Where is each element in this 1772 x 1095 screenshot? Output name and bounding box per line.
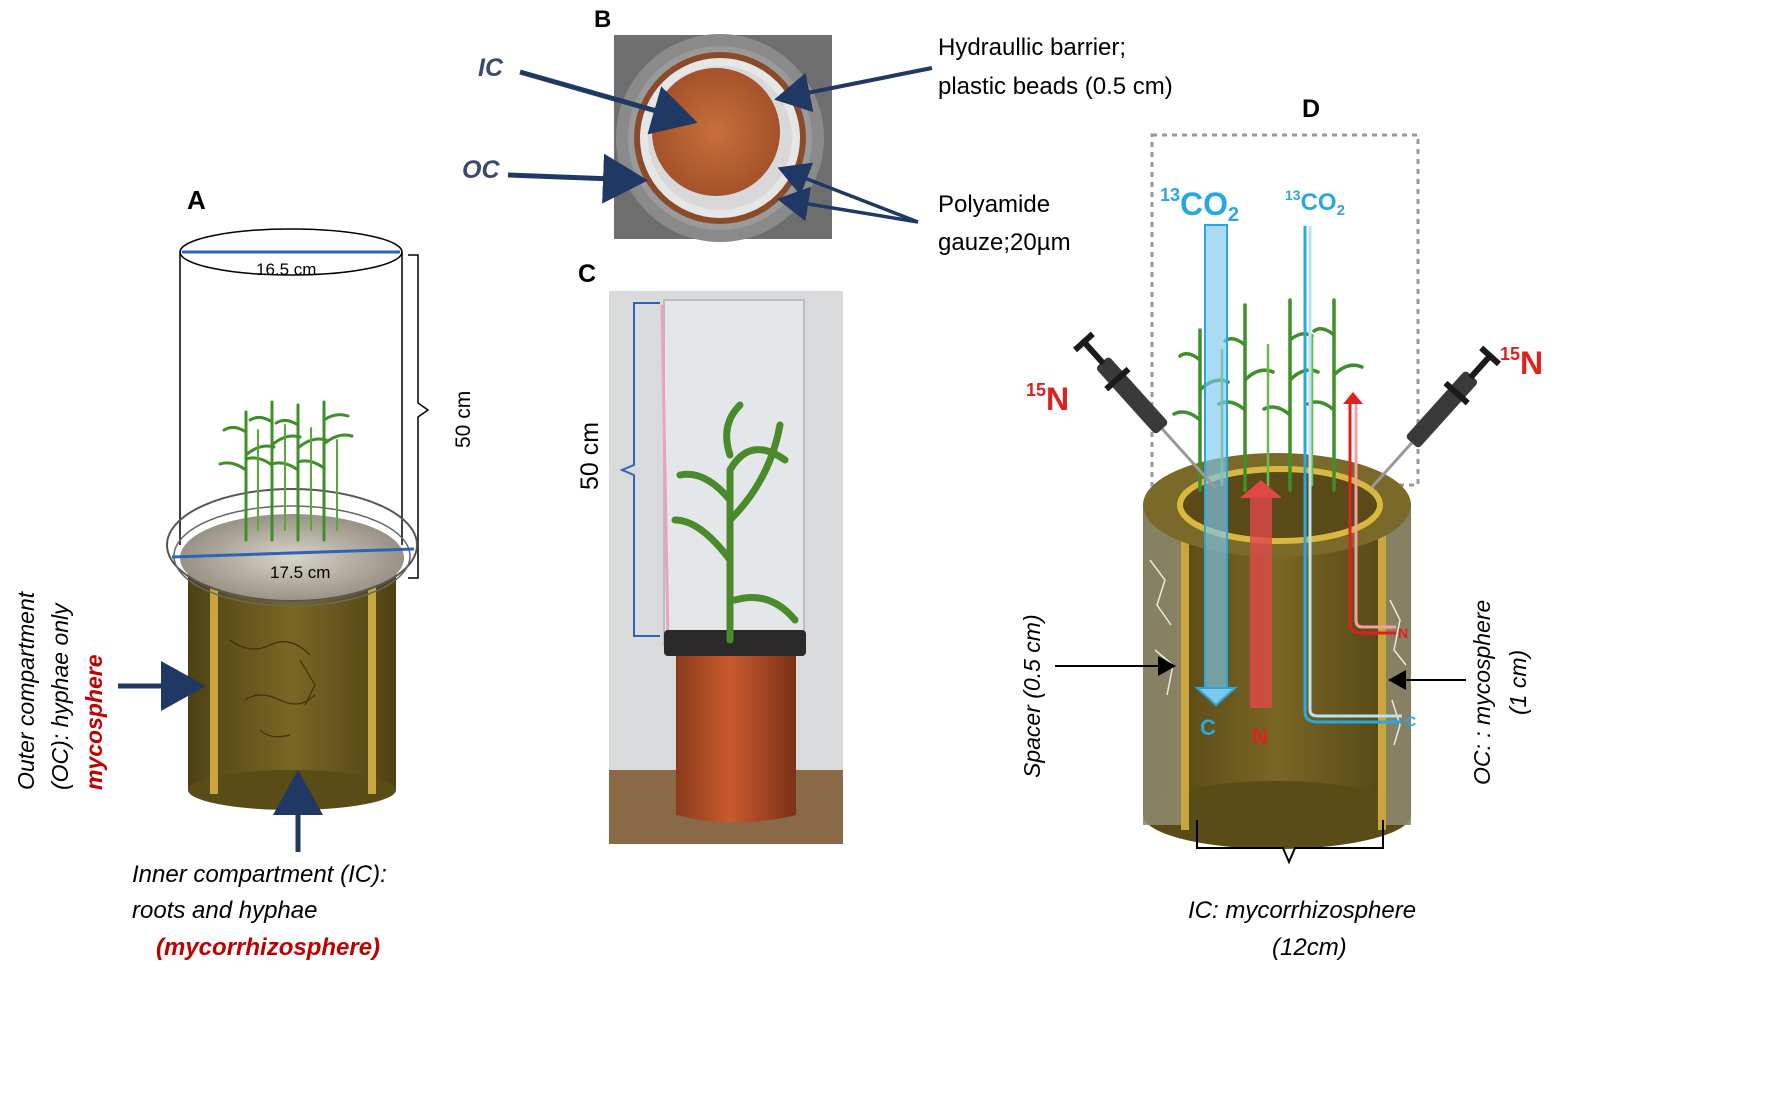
d-n-label-right: N <box>1398 625 1408 641</box>
rim-ring-outer <box>166 488 418 602</box>
d-ic-surface <box>1177 466 1383 544</box>
d-ic-brace <box>1196 820 1384 865</box>
d-co2-label-left: 13CO2 <box>1160 185 1239 226</box>
d-co2-right-sub: 2 <box>1337 202 1345 219</box>
d-15n-left-symbol: N <box>1046 381 1069 417</box>
d-n-arrow-head <box>1240 480 1282 498</box>
d-spacer-label: Spacer (0.5 cm) <box>1019 614 1045 778</box>
b-barrier-arrow <box>774 66 933 113</box>
ic-label-line1: Inner compartment (IC): <box>132 861 387 888</box>
pot-bottom <box>188 770 396 810</box>
d-co2-left-mass: 13 <box>1160 185 1180 205</box>
panel-d-letter: D <box>1302 95 1320 123</box>
d-oc-line1: OC: : mycosphere <box>1469 600 1495 785</box>
d-co2-arrow-head <box>1194 687 1238 707</box>
d-ic-line1: IC: mycorrhizosphere <box>1188 897 1416 924</box>
panel-b-letter: B <box>594 6 611 33</box>
top-diameter-label: 16.5 cm <box>256 260 316 279</box>
d-c-label-right: C <box>1406 713 1416 729</box>
panel-a-letter: A <box>187 185 206 215</box>
d-ic-line2: (12cm) <box>1272 934 1347 961</box>
panel-c-letter: C <box>578 260 596 288</box>
d-co2-right-mass: 13 <box>1285 187 1301 203</box>
d-oc-rotated-label: OC: : mycosphere (1 cm) <box>1469 600 1531 785</box>
d-oc-right <box>1384 505 1411 825</box>
b-gauze-arrow-1 <box>777 162 919 224</box>
panel-a: A 16.5 cm 50 cm 17.5 cm Out <box>13 185 475 961</box>
height-bracket <box>408 254 430 579</box>
d-n-thin-arrow <box>1348 402 1396 635</box>
b-ic-label: IC <box>478 54 504 82</box>
soil-surface <box>180 514 404 602</box>
d-15n-right-symbol: N <box>1520 345 1543 381</box>
b-ic-arrow <box>519 69 698 135</box>
photo-c-pink-stripe <box>660 304 670 641</box>
d-co2-thin-arrow <box>1303 226 1402 724</box>
oc-label-line1: Outer compartment <box>13 590 39 790</box>
panel-d: D C C N <box>1019 95 1543 961</box>
d-co2-left-sub: 2 <box>1228 204 1239 226</box>
oc-label-line2: (OC): hyphae only <box>47 602 73 790</box>
bottom-diameter-label: 17.5 cm <box>270 563 330 582</box>
c-height-brace <box>619 302 660 637</box>
d-c-label-left: C <box>1200 715 1216 740</box>
b-oc-label: OC <box>462 156 500 184</box>
gauze-right <box>368 560 376 794</box>
d-co2-left-base: CO <box>1180 186 1228 222</box>
oc-label-line3: mycosphere <box>81 654 107 790</box>
d-co2-right-base: CO <box>1301 189 1337 216</box>
photo-c-maize-plant <box>671 401 799 644</box>
photo-c-pot-rim <box>664 630 806 656</box>
d-n-thin-arrow-head <box>1343 392 1363 404</box>
b-gauze-line2: gauze;20µm <box>938 229 1071 256</box>
b-gauze-line1: Polyamide <box>938 191 1050 218</box>
photo-b-ic-sand <box>652 68 780 196</box>
syringe-right-icon <box>1370 345 1501 489</box>
ic-label-line3: (mycorrhizosphere) <box>156 934 380 961</box>
d-n-label-center: N <box>1252 724 1268 749</box>
maize-plants-d <box>1172 298 1364 492</box>
d-15n-left-mass: 15 <box>1026 380 1046 400</box>
syringe-left-icon <box>1073 331 1217 490</box>
d-co2-arrow-shaft <box>1204 224 1228 691</box>
d-n-arrow-shaft <box>1250 498 1272 708</box>
height-label: 50 cm <box>452 391 475 448</box>
d-15n-label-right: 15N <box>1500 344 1543 381</box>
bottom-diameter-line <box>171 547 415 559</box>
d-chamber-outline <box>1150 133 1420 487</box>
ic-label-line2: roots and hyphae <box>132 897 317 924</box>
d-15n-right-mass: 15 <box>1500 344 1520 364</box>
b-barrier-line1: Hydraullic barrier; <box>938 34 1126 61</box>
hyphae-texture <box>229 639 316 738</box>
photo-c-pot <box>676 656 796 823</box>
d-pot-bottom <box>1143 781 1411 849</box>
gauze-left <box>210 560 218 794</box>
oc-rotated-label: Outer compartment (OC): hyphae only myco… <box>13 590 107 790</box>
d-gauze-left <box>1181 500 1189 830</box>
panel-c: C 50 cm <box>576 260 843 844</box>
b-barrier-line2: plastic beads (0.5 cm) <box>938 73 1173 100</box>
maize-plants-a <box>218 400 354 542</box>
c-height-label: 50 cm <box>576 422 604 490</box>
d-co2-label-right: 13CO2 <box>1285 187 1345 219</box>
panel-b: B IC OC Hydraullic barrier; plastic bead… <box>462 6 1173 256</box>
d-n-thin-arrow-inner <box>1354 402 1396 629</box>
d-oc-line2: (1 cm) <box>1505 650 1531 715</box>
b-oc-arrow <box>507 153 648 204</box>
b-gauze-arrow-2 <box>777 186 919 224</box>
d-15n-label-left: 15N <box>1026 380 1069 417</box>
d-gauze-right <box>1378 500 1386 830</box>
d-co2-thin-arrow-inner <box>1308 226 1402 718</box>
